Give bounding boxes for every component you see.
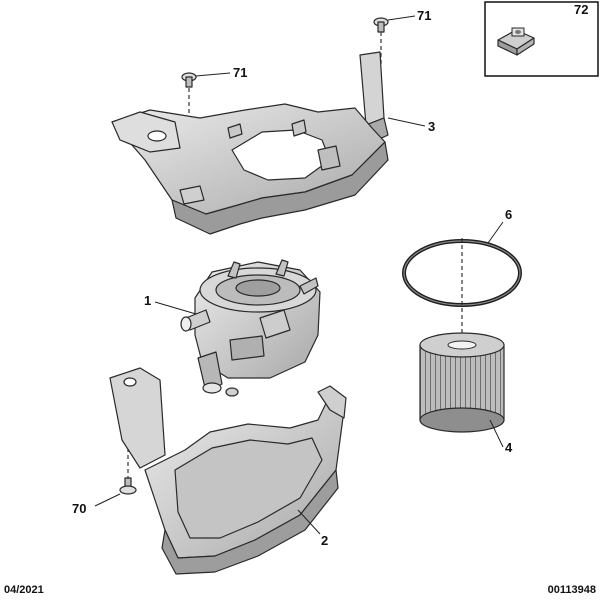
filter-element-4 (419, 332, 505, 433)
callout-1: 1 (144, 293, 151, 308)
diagram-reference-number: 00113948 (547, 584, 596, 596)
bracket-3 (111, 51, 389, 235)
bolt-71-top (373, 17, 389, 64)
callout-4: 4 (505, 440, 513, 455)
callout-2: 2 (321, 533, 328, 548)
clip-nut-72 (497, 27, 535, 56)
callout-71-left: 71 (233, 65, 247, 80)
support-bracket-2 (109, 367, 347, 575)
callout-6: 6 (505, 207, 512, 222)
callout-70: 70 (72, 501, 86, 516)
callout-72: 72 (574, 2, 588, 17)
callout-71-right: 71 (417, 8, 431, 23)
inset-box-72: 72 (484, 1, 599, 77)
callout-3: 3 (428, 119, 435, 134)
filter-housing-1 (180, 259, 321, 397)
diagram-date: 04/2021 (4, 584, 44, 596)
